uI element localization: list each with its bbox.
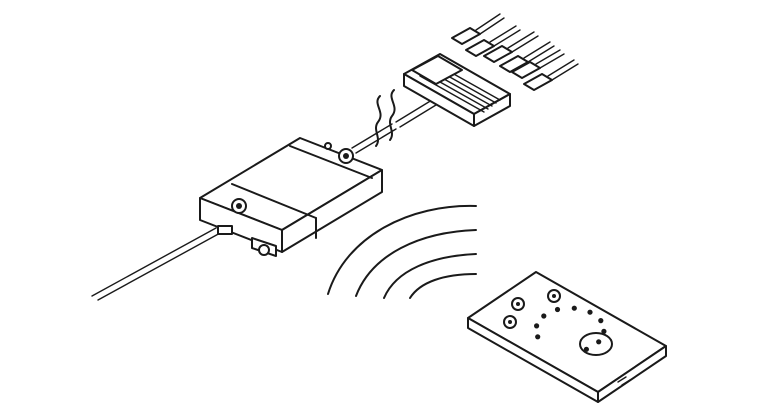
cable-break-mark (375, 95, 382, 147)
controller-box-icon (199, 137, 383, 257)
dial-dot (534, 323, 540, 329)
connector-plug (465, 25, 521, 57)
connector-plug (451, 13, 505, 45)
dial-dot (554, 306, 561, 313)
distribution-block-icon (403, 53, 511, 127)
connection-cable-icon (351, 89, 437, 154)
dial-dot (601, 328, 607, 334)
remote-control-icon (467, 271, 667, 403)
dial-dot (571, 305, 577, 311)
dial-dot (583, 346, 590, 352)
connector-plug (483, 31, 539, 63)
dial-icon (534, 305, 613, 356)
dial-dot (541, 313, 547, 319)
connector-plug (523, 59, 579, 91)
connector-plug (511, 49, 565, 79)
dial-dot (587, 309, 593, 315)
cable-break-mark (389, 89, 396, 141)
dial-dot (596, 339, 602, 345)
led-connector-plugs-icon (451, 13, 579, 91)
dial-dot (598, 318, 604, 324)
wireless-signal-waves-icon (327, 204, 477, 299)
dial-dots (534, 305, 607, 352)
dial-dot (535, 334, 541, 340)
power-cable-icon (91, 227, 223, 301)
